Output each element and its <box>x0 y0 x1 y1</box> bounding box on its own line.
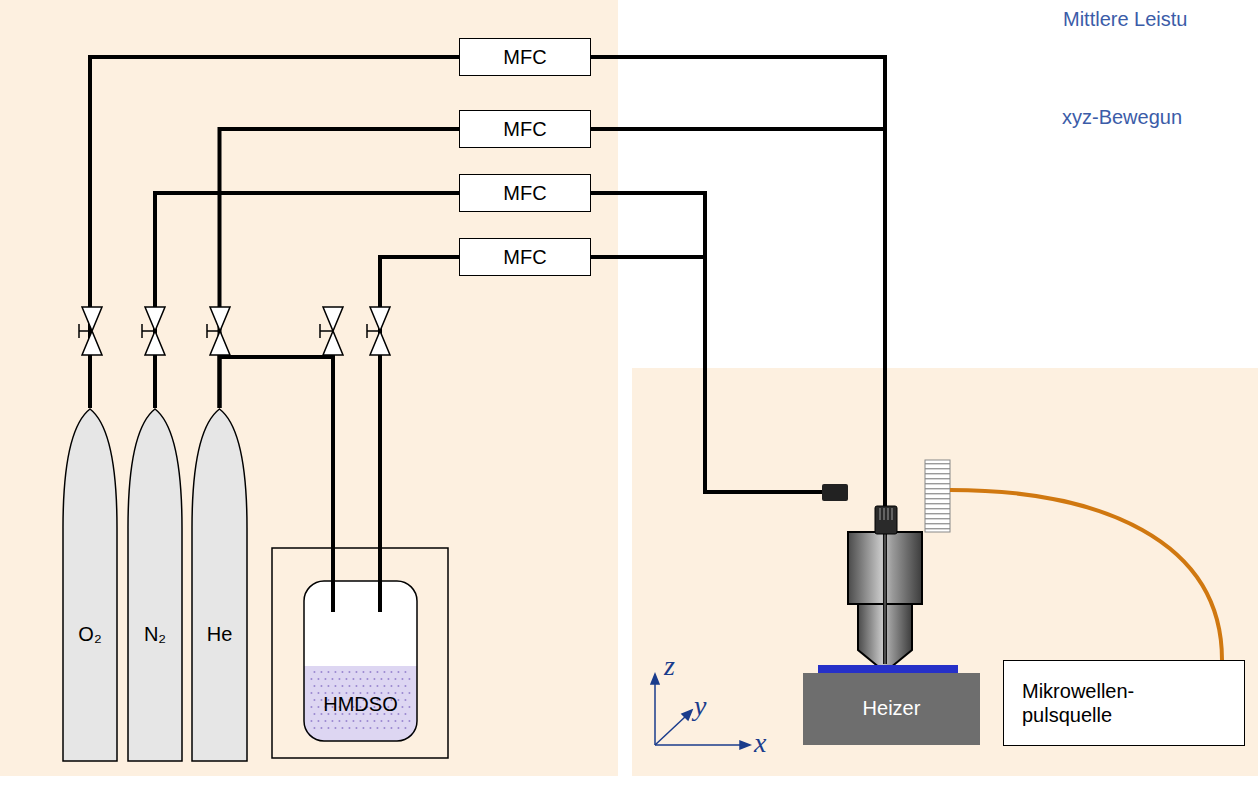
shutoff-valve <box>79 307 102 355</box>
process-panel <box>632 368 1258 776</box>
gas-cylinder: O₂ <box>62 408 118 762</box>
gas-line <box>155 193 459 408</box>
hmdso-liquid <box>304 666 417 741</box>
shutoff-valve <box>367 307 390 355</box>
gas-line <box>380 257 459 580</box>
hmdso-bottle: HMDSO <box>303 580 418 742</box>
node-label: HMDSO <box>303 692 418 716</box>
bottle-outline <box>303 580 418 742</box>
node-label: MFC <box>460 245 590 269</box>
node-label: MFC <box>460 181 590 205</box>
gas-lines <box>581 57 885 508</box>
cylinder-outline <box>191 408 248 762</box>
shutoff-valve <box>142 307 165 355</box>
shutoff-valve <box>207 307 230 355</box>
cooling-fins <box>925 460 950 532</box>
substrate <box>818 665 958 673</box>
node-label: Mikrowellen- pulsquelle <box>1022 679 1157 727</box>
cylinder-outline <box>127 408 183 762</box>
mfc-box: MFC <box>459 110 591 148</box>
bottle-border <box>304 581 417 741</box>
axis-label: y <box>694 690 706 722</box>
gas-supply-panel <box>0 0 618 776</box>
parameter-note: xyz-Bewegun <box>1062 106 1182 129</box>
valves <box>79 307 390 355</box>
cylinder-shape <box>128 409 182 761</box>
cylinder-outline <box>62 408 118 762</box>
gas-line <box>581 127 885 131</box>
side-port <box>822 484 848 501</box>
axis-label: x <box>754 727 766 759</box>
node-label: He <box>191 622 248 646</box>
gas-line <box>581 57 885 508</box>
coordinate-axes <box>651 674 750 749</box>
node-label: MFC <box>460 117 590 141</box>
cylinder-shape <box>192 409 247 761</box>
outlet-tube <box>378 580 382 612</box>
axis-label: z <box>664 650 675 682</box>
gas-line <box>220 129 460 408</box>
node-label: Heizer <box>803 696 980 720</box>
parameter-note: Mittlere Leistu <box>1063 8 1188 31</box>
cylinder-shape <box>63 409 117 761</box>
gas-fitting <box>875 506 897 534</box>
mfc-box: MFC <box>459 238 591 276</box>
gas-line <box>581 193 826 492</box>
mfc-box: MFC <box>459 174 591 212</box>
node-label: N₂ <box>127 622 183 646</box>
gas-cylinder: He <box>191 408 248 762</box>
dip-tube <box>331 580 335 612</box>
heater-box: Heizer <box>803 673 980 745</box>
gas-line <box>581 255 705 259</box>
torch-electrode <box>885 534 886 664</box>
mfc-box: MFC <box>459 38 591 76</box>
microwave-cable <box>950 490 1222 660</box>
shutoff-valve <box>320 307 343 355</box>
node-label: MFC <box>460 45 590 69</box>
torch-electrode <box>883 534 887 664</box>
bubbler-housing <box>272 548 448 758</box>
fitting-knurl <box>880 508 892 520</box>
gas-cylinder: N₂ <box>127 408 183 762</box>
bottle-body <box>304 581 417 741</box>
microwave-source-box: Mikrowellen- pulsquelle <box>1003 660 1245 746</box>
node-label: O₂ <box>62 622 118 646</box>
